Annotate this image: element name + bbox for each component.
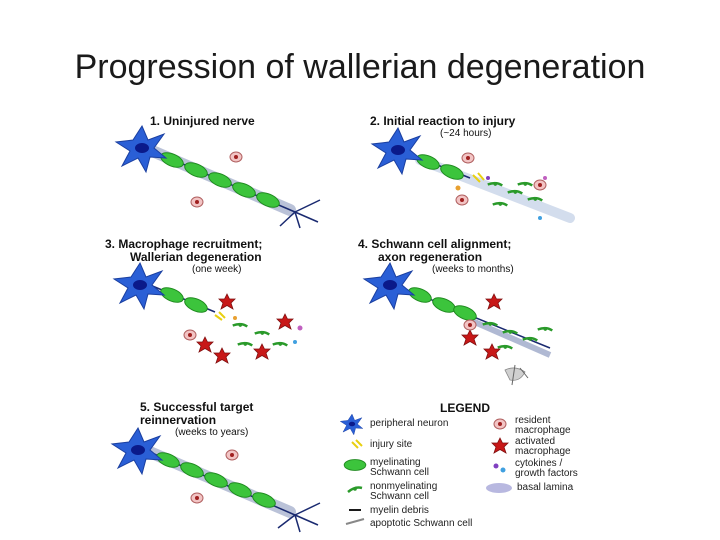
panel-2-drawing [371, 127, 575, 223]
panel-5-drawing [111, 427, 321, 533]
legend-icons [340, 413, 512, 525]
panel-5-sub: (weeks to years) [175, 427, 249, 438]
legend-myelin-debris: myelin debris [370, 505, 429, 516]
legend-apoptotic-schwann: apoptotic Schwann cell [370, 518, 473, 529]
panel-2-sub: (~24 hours) [440, 128, 492, 139]
panel-3-label-line2: Wallerian degeneration [130, 250, 262, 264]
panel-3-sub: (one week) [192, 264, 242, 275]
legend-resident-line1: resident [515, 415, 551, 426]
panel-4-label-line2: axon regeneration [378, 250, 483, 264]
legend-injury-site: injury site [370, 439, 413, 450]
legend-cytokines-line1: cytokines / [515, 458, 563, 469]
legend-myelinating-line2: Schwann cell [370, 467, 429, 478]
legend-activated-line1: activated [515, 436, 556, 447]
legend-peripheral-neuron: peripheral neuron [370, 418, 449, 429]
panel-4-drawing [363, 262, 554, 386]
slide-title: Progression of wallerian degeneration [74, 48, 646, 86]
legend-title: LEGEND [440, 401, 491, 415]
legend-nonmyelinating-line2: Schwann cell [370, 491, 429, 502]
legend-cytokines-line2: growth factors [515, 468, 578, 479]
panel-4-sub: (weeks to months) [432, 264, 514, 275]
panel-3-drawing [113, 262, 303, 364]
panel-4-label-line1: 4. Schwann cell alignment; [358, 237, 512, 251]
panel-1-drawing [115, 125, 321, 229]
legend-myelinating-line1: myelinating [370, 457, 421, 468]
panel-1-label: 1. Uninjured nerve [150, 114, 255, 128]
legend-nonmyelinating-line1: nonmyelinating [370, 481, 438, 492]
panel-5-label-line1: 5. Successful target [140, 400, 254, 414]
panel-3-label-line1: 3. Macrophage recruitment; [105, 237, 263, 251]
panel-2-label: 2. Initial reaction to injury [370, 114, 516, 128]
panel-5-label-line2: reinnervation [140, 413, 217, 427]
legend-basal-lamina: basal lamina [517, 482, 574, 493]
legend-resident-line2: macrophage [515, 425, 571, 436]
legend-activated-line2: macrophage [515, 446, 571, 457]
